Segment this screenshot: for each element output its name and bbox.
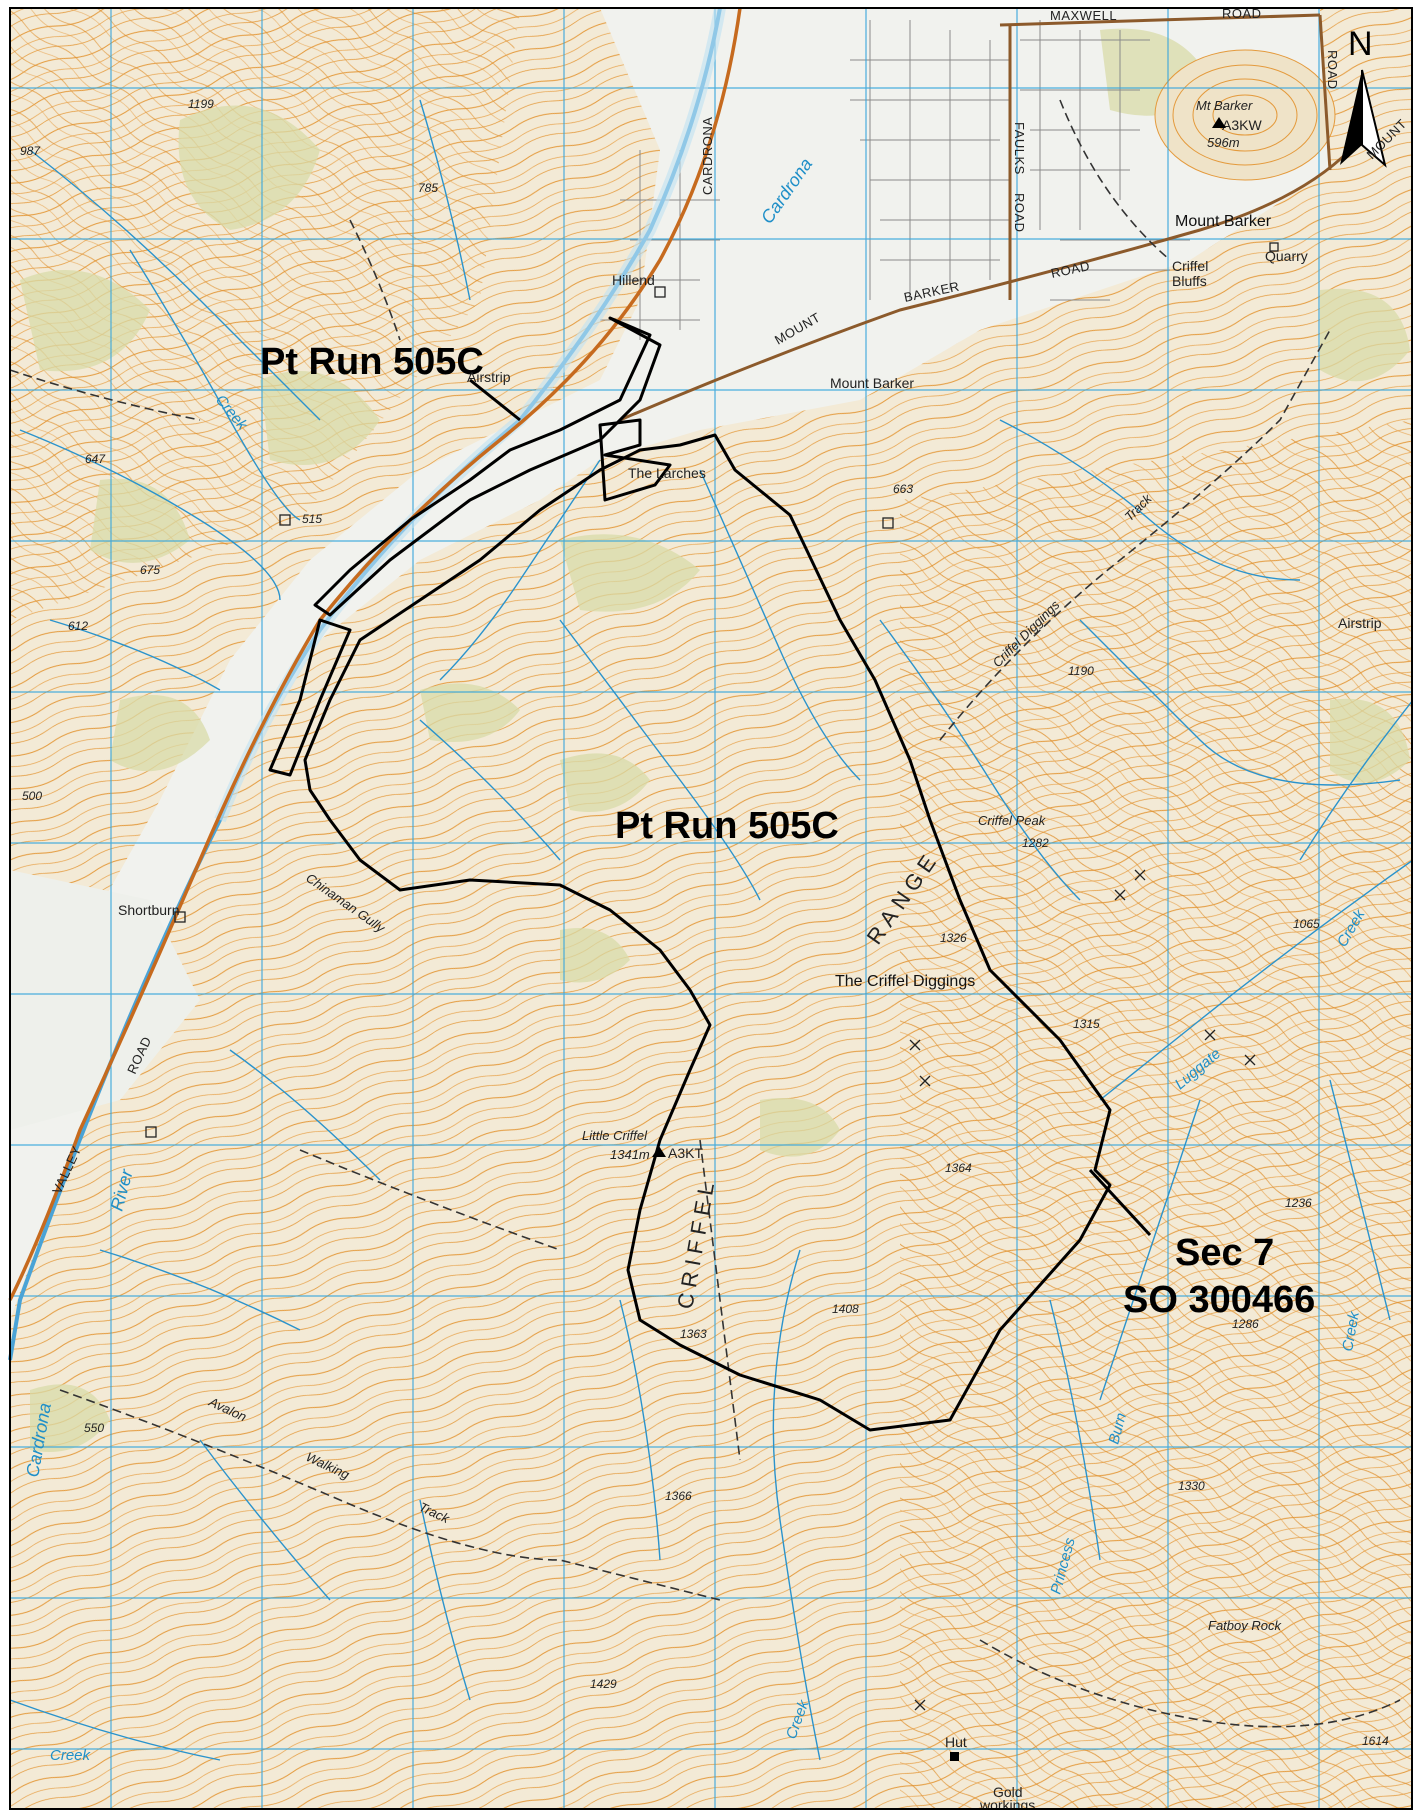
criffel-bluffs-1: Criffel xyxy=(1172,258,1208,274)
elev-1236: 1236 xyxy=(1285,1196,1312,1210)
mount-barker-town: Mount Barker xyxy=(1175,213,1272,230)
fatboy-rock-label: Fatboy Rock xyxy=(1208,1618,1282,1633)
creek-label-sw: Creek xyxy=(50,1747,92,1764)
mount-barker-small: Mount Barker xyxy=(830,375,914,391)
road-east xyxy=(1318,14,1332,171)
criffel-bluffs-2: Bluffs xyxy=(1172,273,1207,289)
faulks-road-label: ROAD xyxy=(1012,193,1027,233)
parcel-boundaries xyxy=(268,316,1152,1432)
elev-1315: 1315 xyxy=(1073,1017,1100,1031)
sec7-label: Sec 7 xyxy=(1175,1232,1274,1274)
terrain-contours-nw xyxy=(10,8,520,620)
parcel-label-north: Pt Run 505C xyxy=(260,341,484,383)
parcel-label-main: Pt Run 505C xyxy=(615,805,839,847)
elev-612: 612 xyxy=(68,619,88,633)
terrain-contours-east xyxy=(900,420,1413,1810)
elev-675: 675 xyxy=(140,563,160,577)
north-arrow: N xyxy=(1340,25,1387,168)
road-top-label: ROAD xyxy=(1222,6,1262,21)
elev-1326: 1326 xyxy=(940,931,967,945)
cardrona-road-label: CARDRONA xyxy=(700,117,715,195)
creek-label-se: Creek xyxy=(1339,1309,1363,1353)
mt-barker-label: Mt Barker xyxy=(1196,98,1253,113)
airstrip-west-label: Airstrip xyxy=(467,369,511,385)
little-criffel-label: Little Criffel xyxy=(582,1128,648,1143)
parcel-larches xyxy=(598,418,672,502)
criffel-peak-label: Criffel Peak xyxy=(978,813,1047,828)
elev-1065: 1065 xyxy=(1293,917,1320,931)
north-letter: N xyxy=(1348,25,1373,63)
elev-1429: 1429 xyxy=(590,1677,617,1691)
shortburn-label: Shortburn xyxy=(118,902,179,918)
mt-barker-hill xyxy=(1154,49,1336,181)
elev-1286: 1286 xyxy=(1232,1317,1259,1331)
quarry-label: Quarry xyxy=(1265,248,1308,264)
map-symbols xyxy=(145,242,1279,1711)
hut-symbol xyxy=(950,1752,959,1761)
elev-663: 663 xyxy=(893,482,913,496)
elev-1364: 1364 xyxy=(945,1161,972,1175)
maxwell-road-label: MAXWELL xyxy=(1050,8,1117,23)
parcel-pt-run-main xyxy=(303,433,1112,1432)
elev-987: 987 xyxy=(20,144,41,158)
elev-515: 515 xyxy=(302,512,322,526)
tracks xyxy=(9,99,1401,1728)
valley-flats-2 xyxy=(10,870,200,1130)
road-right-label: ROAD xyxy=(1325,50,1340,90)
the-larches-label: The Larches xyxy=(628,465,706,481)
elev-647: 647 xyxy=(85,452,106,466)
faulks-label: FAULKS xyxy=(1012,122,1027,175)
parcel-pt-run-thin xyxy=(268,618,352,777)
elev-1330: 1330 xyxy=(1178,1479,1205,1493)
so-label: SO 300466 xyxy=(1123,1279,1315,1321)
a3kw-label: A3KW xyxy=(1222,117,1262,133)
elev-1366: 1366 xyxy=(665,1489,692,1503)
mt-barker-elev: 596m xyxy=(1207,135,1240,150)
elev-1363: 1363 xyxy=(680,1327,707,1341)
hut-label: Hut xyxy=(945,1734,967,1750)
elev-1190: 1190 xyxy=(1068,664,1094,678)
little-criffel-elev: 1341m xyxy=(610,1147,650,1162)
elev-1199: 1199 xyxy=(188,97,214,111)
gold-label-2: workings xyxy=(979,1797,1035,1810)
map-grid xyxy=(10,8,1413,1810)
parcel-pt-run-north xyxy=(313,316,662,617)
spot-heights: 1199 987 785 647 515 675 612 663 1190 12… xyxy=(20,97,1389,1748)
airstrip-leader xyxy=(469,378,521,422)
map-border xyxy=(9,7,1413,1810)
airstrip-east-label: Airstrip xyxy=(1338,615,1382,631)
hillend-label: Hillend xyxy=(612,272,655,288)
criffel-diggings-label: The Criffel Diggings xyxy=(835,973,975,990)
a3kt-label: A3KT xyxy=(668,1145,703,1161)
mount-barker-road xyxy=(619,148,1352,422)
sec7-leader-line xyxy=(1088,1168,1152,1237)
elev-1282: 1282 xyxy=(1022,836,1049,850)
trig-a3kt xyxy=(652,1146,666,1157)
elev-785: 785 xyxy=(418,181,438,195)
maxwell-road xyxy=(999,13,1321,27)
elev-1614: 1614 xyxy=(1362,1734,1389,1748)
streams xyxy=(9,99,1413,1761)
elev-1408: 1408 xyxy=(832,1302,859,1316)
elev-550: 550 xyxy=(84,1421,104,1435)
trig-a3kw xyxy=(1212,117,1226,128)
contour-500: 500 xyxy=(22,789,42,803)
gold-label-1: Gold xyxy=(993,1784,1023,1800)
